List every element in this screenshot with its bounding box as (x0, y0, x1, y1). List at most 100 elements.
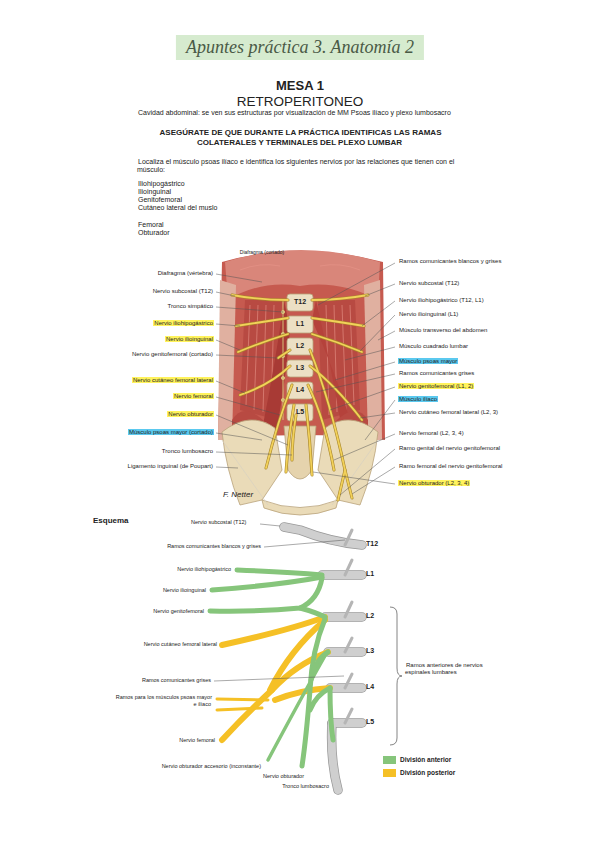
anatomy-label-box: Músculo cuadrado lumbar (398, 343, 508, 350)
anatomy-label-box: Nervio femoral (L2, 3, 4) (398, 430, 508, 437)
anatomy-label-box: Músculo transverso del abdomen (398, 327, 508, 334)
nerves (310, 350, 345, 500)
list-item-box: Iliohipogástrico (137, 180, 297, 188)
root-label: L1 (365, 570, 375, 577)
legend-text: División posterior (400, 769, 455, 777)
nerves (312, 295, 368, 300)
nerves (312, 334, 362, 352)
anatomy-label: Nervio iliohipogástrico (153, 320, 214, 326)
anatomy-label: Músculo transverso del abdomen (398, 327, 488, 333)
root-label: L3 (365, 647, 375, 654)
leader-lines (216, 452, 292, 455)
anatomy-label: Ramo femoral del nervio genitofemoral (398, 463, 503, 469)
nerves (240, 366, 290, 395)
vertebra-label: L2 (295, 342, 305, 349)
muscle-wall (254, 305, 258, 410)
leader-lines (216, 415, 288, 445)
anatomy-label: Nervio obturador (L2, 3, 4) (398, 480, 470, 486)
schema-roots (345, 530, 352, 723)
anatomy-label: Ramos comunicantes blancos y grises (398, 258, 502, 264)
schema-label-box: Ramos comunicantes grises (102, 677, 212, 684)
schema-label: Nervio cutáneo femoral lateral (143, 641, 218, 647)
leader-lines (365, 400, 395, 440)
body-text-box: Cavidad abdominal: se ven sus estructura… (137, 109, 467, 117)
schema-label-box: Tronco lumbosacro (240, 783, 330, 790)
leader-lines (216, 381, 245, 393)
schema-label-box: Nervio cutáneo femoral lateral (88, 641, 218, 648)
schema-anterior-division (210, 570, 333, 766)
list-item-box: Cutáneo lateral del muslo (137, 204, 297, 212)
schema-label-box: Nervio obturador accesorio (inconstante) (102, 763, 262, 770)
leader-lines (335, 362, 395, 380)
muscle-wall (218, 280, 236, 440)
anatomy-label: Tronco simpático (167, 303, 214, 309)
vertebra-label-box: L5 (290, 408, 310, 416)
schema-label-box: Ramos para los músculos psoas mayor e il… (112, 694, 212, 707)
instruction-box: ASEGÚRATE DE QUE DURANTE LA PRÁCTICA IDE… (130, 128, 470, 147)
vertebra-label-box: L3 (290, 364, 310, 372)
bracket (390, 607, 402, 745)
schema-anterior-division (268, 654, 326, 760)
schema-label: Ramos comunicantes grises (141, 677, 212, 683)
anatomy-label: Diafragma (vértebra) (157, 270, 214, 276)
sympathetic-trunk (281, 398, 284, 401)
leader-lines (316, 374, 395, 392)
anatomy-label-box: Nervio cutáneo femoral lateral (84, 377, 214, 384)
nerves (232, 295, 288, 300)
anatomy-label-box: Nervio femoral (84, 393, 214, 400)
root-label: L5 (365, 718, 375, 725)
legend-swatch (383, 769, 396, 777)
schema-roots (345, 638, 352, 652)
schema-anterior-division (210, 578, 322, 611)
legend-text: División anterior (400, 756, 451, 764)
muscle-wall (342, 305, 346, 410)
root-label: T12 (365, 540, 379, 547)
anatomy-label-box: Músculo ilíaco (398, 396, 508, 403)
pelvis (222, 440, 268, 505)
leader-lines (216, 355, 278, 358)
nerves (308, 385, 334, 470)
signature: F. Netter (222, 490, 254, 499)
schema-posterior-division (217, 708, 262, 710)
schema-anterior-division (310, 688, 330, 710)
schema-roots (345, 709, 352, 723)
muscle-wall (240, 265, 280, 270)
list-item-box: Obturador (137, 229, 297, 237)
leader-lines (340, 449, 395, 495)
anatomy-label-box: Tronco lumbosacro (84, 448, 214, 455)
nerves (310, 350, 345, 500)
anatomy-label: Tronco lumbosacro (161, 448, 214, 454)
vertebra-label-box: L1 (290, 320, 310, 328)
schema-posterior-division (217, 699, 268, 700)
schema-label: Nervio femoral (178, 737, 216, 743)
anatomy-label-box: Ramos comunicantes grises (398, 370, 508, 377)
leader-lines (345, 347, 395, 360)
schema-anterior-division (330, 688, 333, 740)
leader-lines (360, 315, 395, 351)
anatomy-label-box: Nervio ilioinguinal (84, 336, 214, 343)
leader-lines (216, 397, 280, 415)
list-item: Genitofemoral (137, 196, 183, 203)
leader-lines (216, 307, 283, 312)
schema-label: Ramos para los músculos psoas mayor e il… (115, 694, 212, 707)
anatomy-label-box: Tronco simpático (84, 303, 214, 310)
vertebral-column (287, 294, 313, 421)
schema-label: Nervio obturador (262, 773, 305, 779)
schema-roots (345, 674, 352, 688)
pelvis (222, 420, 378, 515)
nerves (292, 415, 296, 460)
legend-swatch (383, 756, 396, 764)
leader-lines (362, 301, 395, 326)
schema-roots (284, 527, 362, 545)
schema-label-box: Nervio iliohipogástrico (112, 566, 232, 573)
anatomy-label: Ramo genital del nervio genitofemoral (398, 445, 501, 451)
heading-box: MESA 1 (190, 78, 410, 94)
anatomy-label-box: Nervio ilioinguinal (L1) (398, 311, 508, 318)
body-text-box: Localiza el músculo psoas ilíaco e ident… (137, 158, 482, 175)
anatomy-label: Nervio cutáneo femoral lateral (L2, 3) (398, 409, 499, 415)
anatomy-label: Nervio obturador (167, 411, 214, 417)
vertebra-label-box: T12 (290, 298, 310, 306)
title-band: Apuntes práctica 3. Anatomía 2 (176, 35, 424, 60)
schema-posterior-division (272, 652, 328, 690)
